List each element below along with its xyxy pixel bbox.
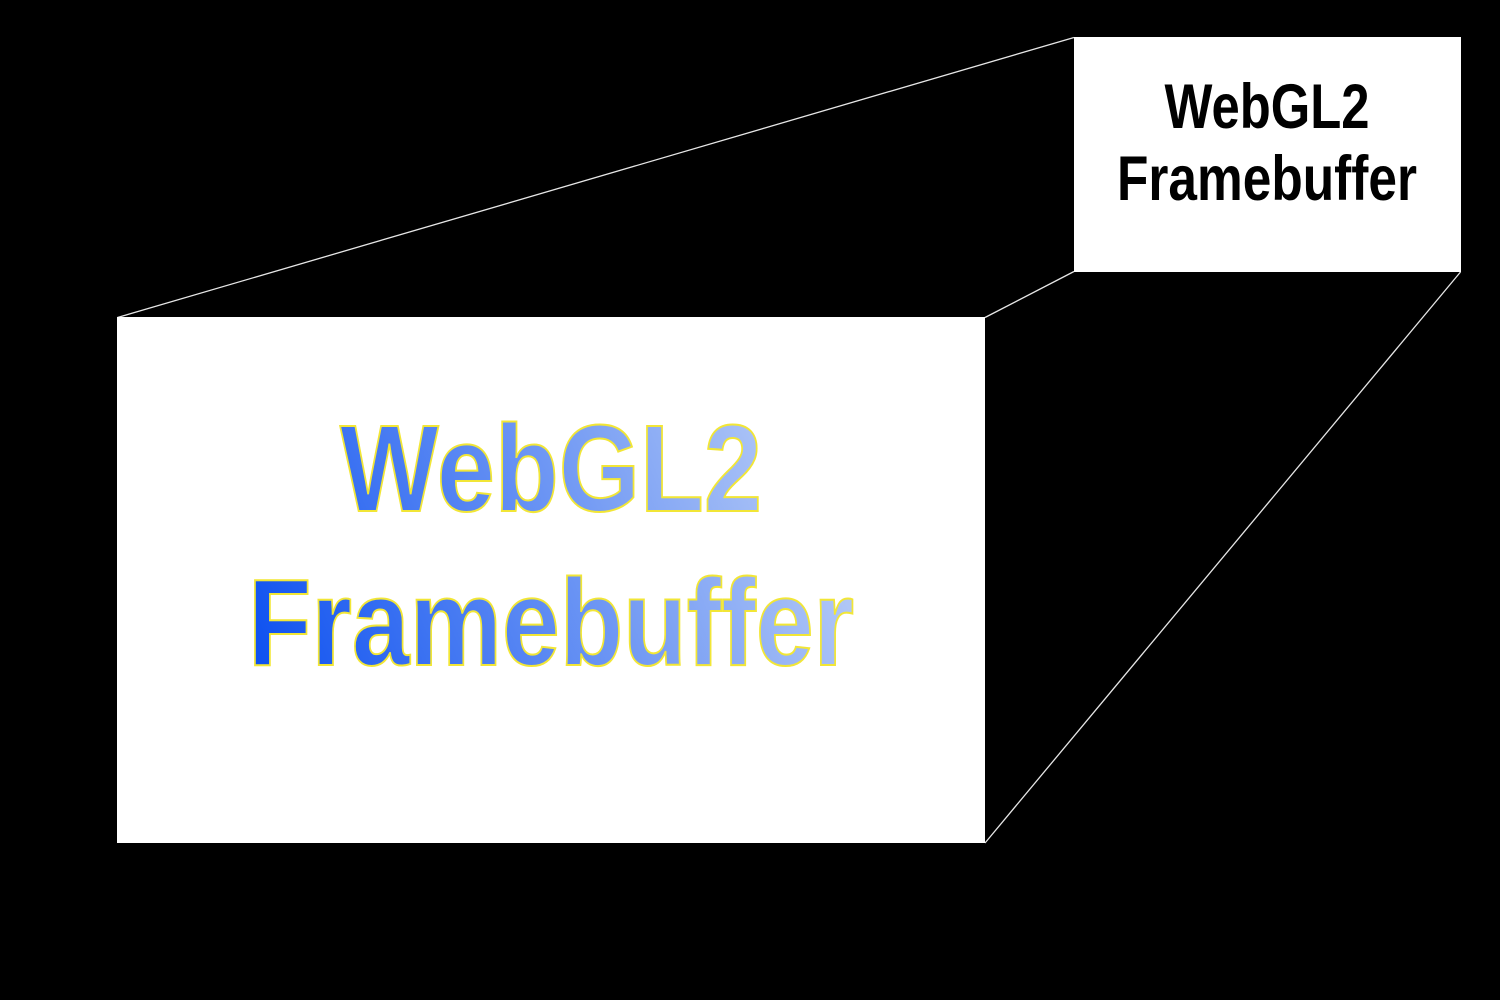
enlarged-label-line1: WebGL2 bbox=[340, 401, 762, 538]
source-label-line1: WebGL2 bbox=[1165, 72, 1370, 142]
connector-line-middle bbox=[984, 270, 1075, 319]
framebuffer-source-text-canvas: WebGL2 Framebuffer bbox=[1117, 72, 1417, 214]
framebuffer-enlarged-text-canvas: WebGL2 Framebuffer bbox=[247, 400, 855, 693]
source-label-line2: Framebuffer bbox=[1117, 144, 1417, 214]
connector-line-top bbox=[117, 36, 1075, 319]
connector-line-bottom bbox=[984, 271, 1461, 844]
framebuffer-source-box: WebGL2 Framebuffer bbox=[1074, 37, 1461, 272]
enlarged-label-line2: Framebuffer bbox=[248, 555, 854, 692]
framebuffer-enlarged-box: WebGL2 Framebuffer bbox=[117, 317, 985, 843]
